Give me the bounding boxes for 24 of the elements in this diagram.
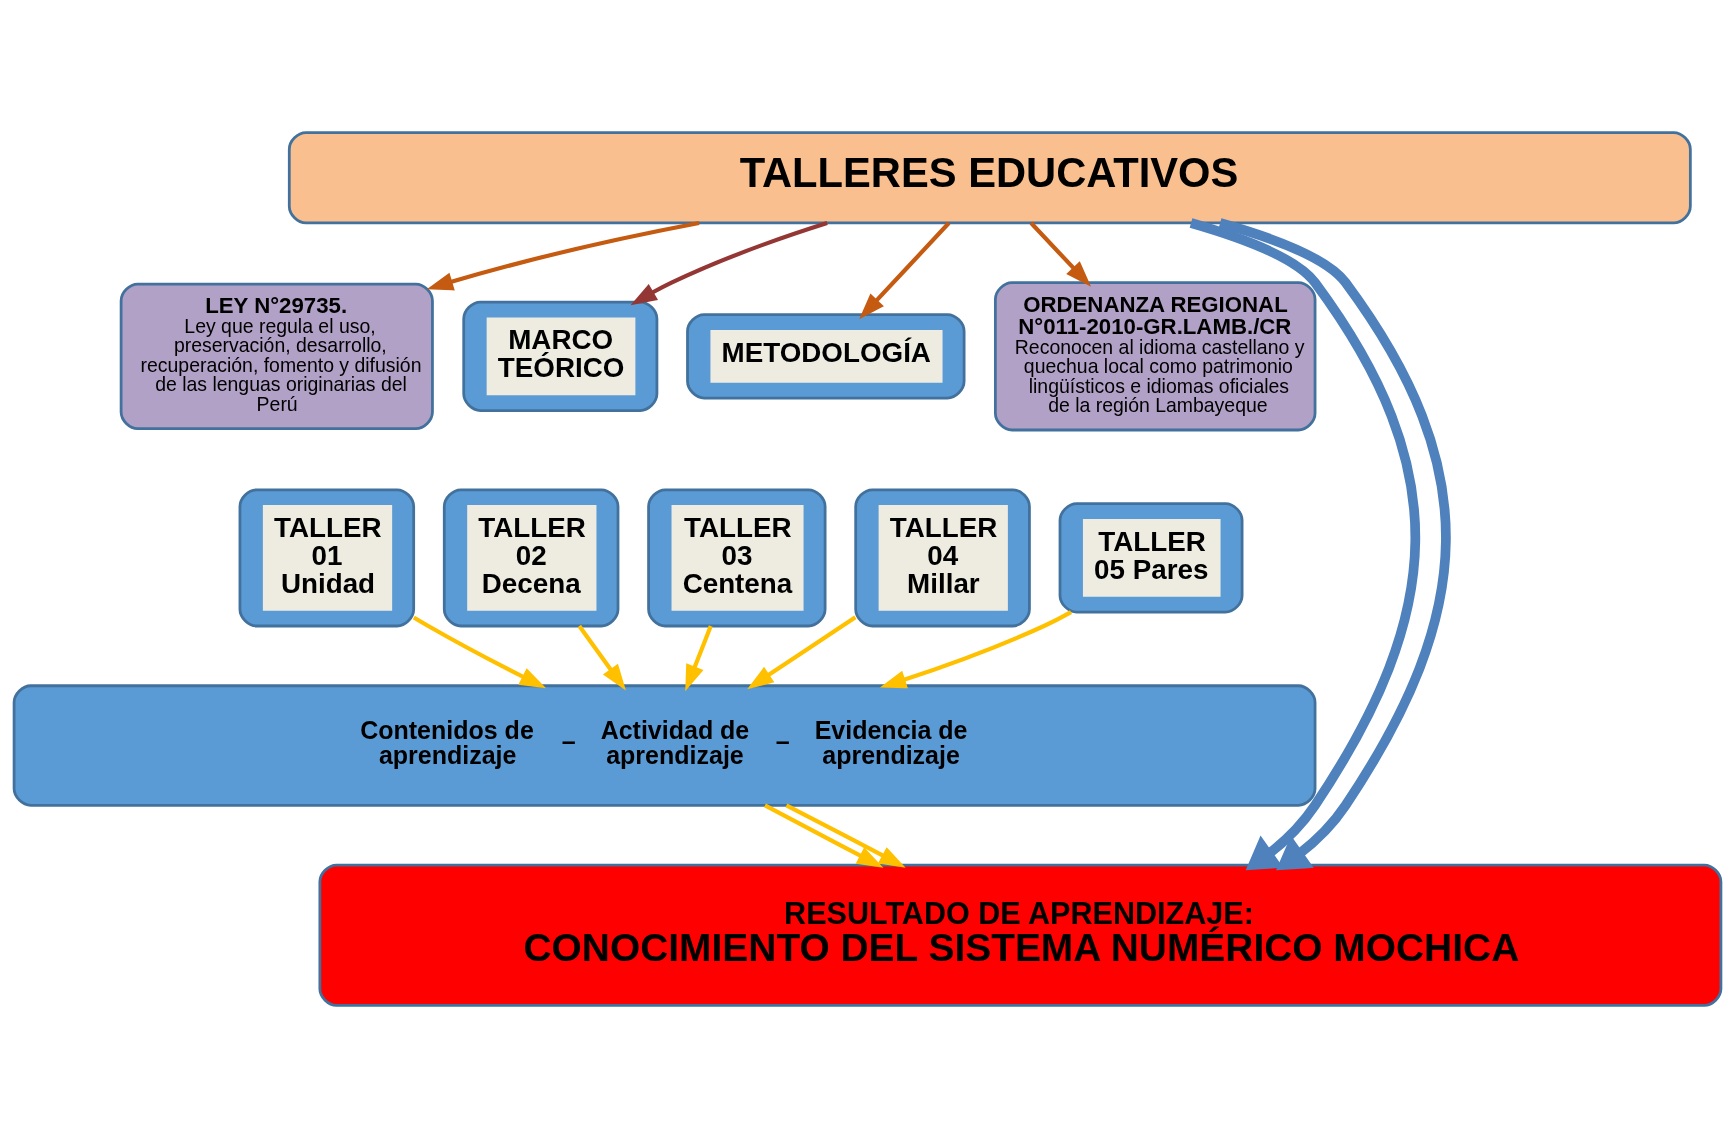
arrow <box>412 615 547 689</box>
arrow <box>785 803 906 868</box>
arrow <box>630 221 828 306</box>
arrow <box>1218 218 1451 871</box>
node-box: TALLER 04 Millar <box>854 488 1031 628</box>
node-box: MARCO TEÓRICO <box>462 300 659 412</box>
node-box: TALLER 03 Centena <box>647 488 827 628</box>
arrow <box>747 615 857 690</box>
arrow <box>426 220 700 291</box>
arrow <box>685 625 713 692</box>
node-box: ORDENANZA REGIONAL N°011-2010-GR.LAMB./CR Reconocen al idioma castellano y quechua local como patrimonio lingüísticos e idiomas oficiales de la región Lambayeque <box>994 281 1317 432</box>
node-box: TALLER 02 Decena <box>442 488 620 628</box>
arrow <box>577 624 626 691</box>
node-box: TALLER 05 Pares <box>1058 502 1244 614</box>
node-box: METODOLOGÍA <box>686 313 966 400</box>
arrow <box>1029 221 1092 287</box>
arrow <box>879 610 1073 689</box>
node-box: TALLERES EDUCATIVOS <box>287 131 1692 225</box>
arrow <box>764 803 884 868</box>
arrow <box>1189 218 1420 871</box>
node-box: TALLER 01 Unidad <box>238 488 416 628</box>
node-box: RESULTADO DE APRENDIZAJE: CONOCIMIENTO DEL SISTEMA NUMÉRICO MOCHICA <box>318 863 1723 1007</box>
arrow <box>859 221 951 320</box>
node-box: LEY N°29735. Ley que regula el uso, preservación, desarrollo, recuperación, fomento y difusión de las lenguas originarias del Perú <box>119 282 434 430</box>
